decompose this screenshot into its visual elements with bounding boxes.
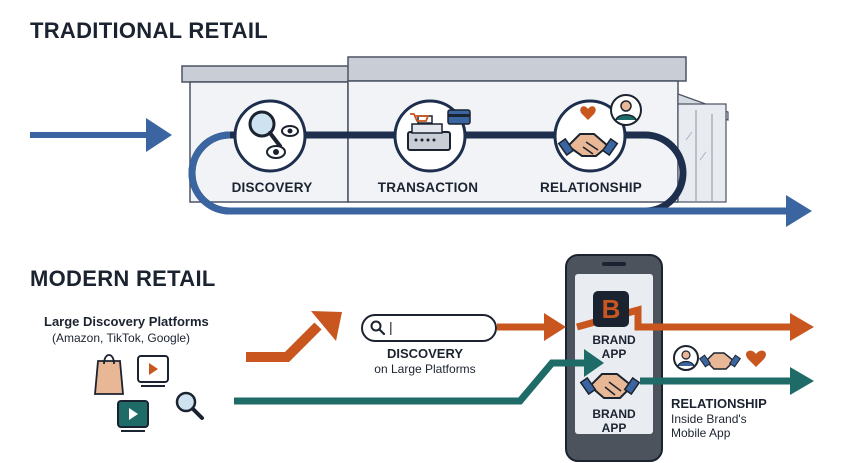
search-input[interactable]: | [361, 314, 497, 342]
relationship-line1: Inside Brand's [671, 412, 747, 426]
search-icon [370, 320, 386, 336]
brand-app-label-line2: APP [601, 347, 627, 361]
traditional-flow [30, 118, 812, 227]
relationship-label: RELATIONSHIP [540, 180, 642, 195]
search-cursor: | [389, 319, 393, 335]
traditional-retail-title: TRADITIONAL RETAIL [30, 18, 269, 43]
modern-diagram [94, 254, 814, 462]
relationship-line2: Mobile App [671, 426, 731, 440]
relationship-stage-icon [553, 94, 642, 173]
brand-app-label-line1: BRAND [592, 333, 636, 347]
phone-app-label-line2: APP [601, 421, 627, 435]
relationship-icons [673, 345, 766, 371]
teal-flow-arrow [234, 349, 814, 405]
orange-flow-arrow [246, 305, 814, 362]
relationship-title: RELATIONSHIP [671, 396, 767, 411]
platforms-subtitle: (Amazon, TikTok, Google) [52, 331, 191, 345]
discovery-subtitle: on Large Platforms [374, 362, 476, 376]
discovery-stage-icon [233, 99, 307, 173]
discovery-title: DISCOVERY [386, 346, 464, 361]
traditional-diagram [30, 56, 812, 227]
discovery-label: DISCOVERY [231, 180, 313, 195]
transaction-label: TRANSACTION [377, 180, 479, 195]
modern-retail-title: MODERN RETAIL [30, 266, 216, 291]
handshake-icon [579, 373, 641, 399]
store-building [181, 56, 729, 203]
transaction-stage-icon [393, 99, 471, 173]
brand-app-logo [593, 291, 629, 327]
phone-app-label-line1: BRAND [592, 407, 636, 421]
brand-logo-letter: B [601, 294, 621, 324]
platform-icons [94, 354, 204, 432]
platforms-title: Large Discovery Platforms [44, 314, 209, 329]
